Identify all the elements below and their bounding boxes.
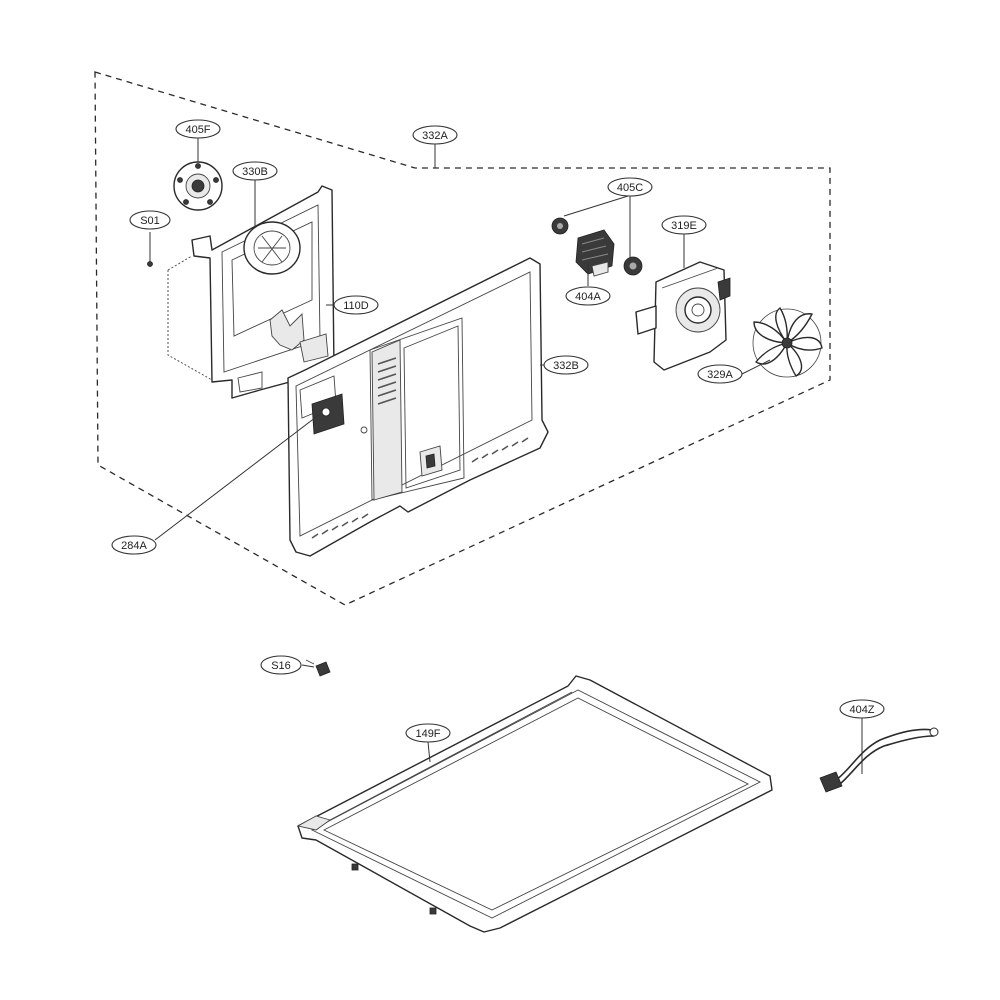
callout-s01: S01 [129,210,171,230]
connector-s16 [305,659,331,677]
fan-hub-405f [173,161,223,211]
callout-404a: 404A [565,286,611,306]
part-label-404z: 404Z [849,704,874,716]
leader-lines [154,138,863,774]
callout-404z: 404Z [839,699,885,719]
callout-332b: 332B [543,355,589,375]
bottom-vents [311,437,529,539]
callout-330b: 330B [232,161,278,181]
part-label-405f: 405F [185,124,210,136]
grommets-405c [551,217,643,276]
part-label-405c: 405C [617,182,643,194]
assembly-boundary [94,71,831,606]
fan-blade-329a [752,307,823,378]
fan-housing-319e [635,261,731,371]
part-label-330b: 330B [242,166,268,178]
part-label-110d: 110D [343,300,369,312]
fan-bracket-330b [167,185,335,399]
cover-panel-332b [287,257,549,557]
part-label-s01: S01 [140,215,160,227]
callout-149f: 149F [405,723,451,743]
callout-332a: 332A [412,125,458,145]
part-label-329a: 329A [707,369,733,381]
part-label-332a: 332A [422,130,448,142]
glass-shelf-149f [296,675,773,933]
motor-404a [575,229,615,277]
part-label-404a: 404A [575,291,601,303]
callout-s16: S16 [260,655,302,675]
callout-319e: 319E [661,215,707,235]
callout-405c: 405C [607,177,653,197]
wire-harness-404z [819,727,939,793]
part-label-319e: 319E [671,220,697,232]
callout-405f: 405F [175,119,221,139]
callout-284a: 284A [111,535,157,555]
callout-110d: 110D [333,295,379,315]
callout-329a: 329A [697,364,743,384]
sensor-plate-284a [311,393,345,435]
part-label-s16: S16 [271,660,291,672]
part-label-284a: 284A [121,540,147,552]
part-label-332b: 332B [553,360,579,372]
part-label-149f: 149F [415,728,440,740]
screw-s01 [147,232,153,267]
